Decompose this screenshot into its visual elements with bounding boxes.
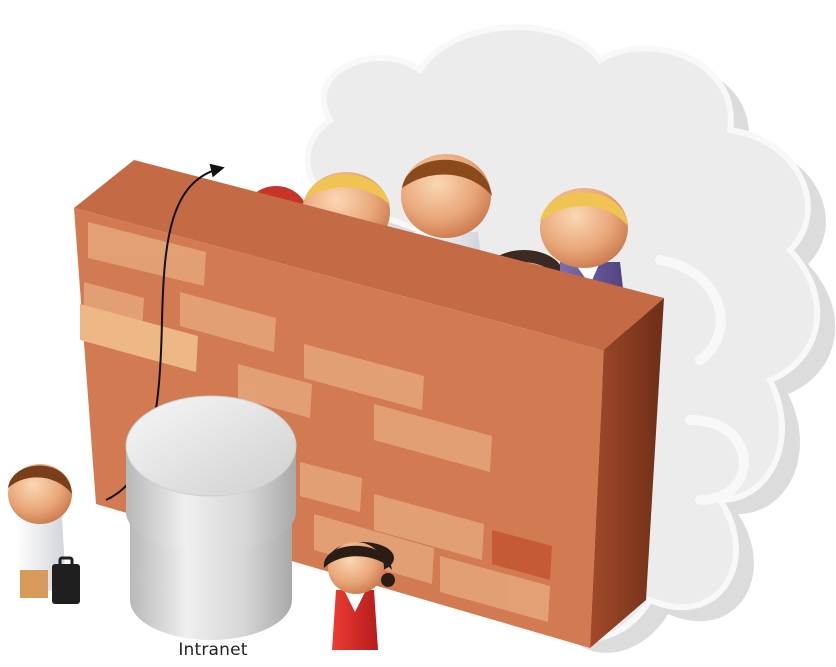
briefcase-icon [52,558,80,604]
intranet-label: Intranet [158,640,268,660]
person-icon [324,542,395,650]
database-server-icon [126,396,296,640]
